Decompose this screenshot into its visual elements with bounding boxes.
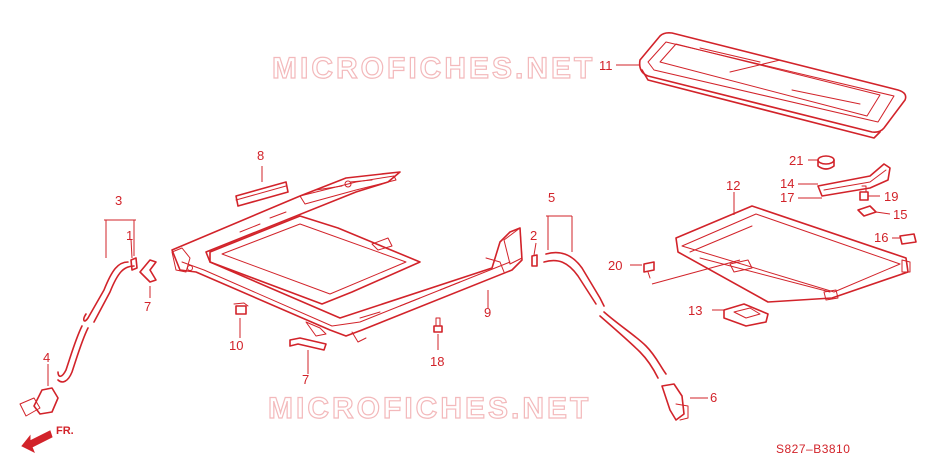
sunshade-handle-part [723, 303, 769, 327]
callout-11: 11 [599, 58, 613, 73]
seal-strip-part [235, 181, 289, 207]
screw-part [859, 185, 869, 201]
callout-5: 5 [548, 190, 555, 205]
diagram-code: S827–B3810 [776, 442, 850, 456]
grommet-part [817, 155, 835, 170]
callout-10: 10 [229, 338, 243, 353]
callout-14: 14 [780, 176, 794, 191]
watermark-bottom: MICROFICHES.NET [268, 392, 591, 425]
callout-1: 1 [126, 228, 133, 243]
callout-21: 21 [789, 153, 803, 168]
callout-2: 2 [530, 228, 537, 243]
callout-15: 15 [893, 207, 907, 222]
callout-17: 17 [780, 190, 794, 205]
leader-lines [47, 64, 900, 399]
front-direction-arrow-icon: FR. [21, 425, 74, 454]
sunshade-part [675, 205, 911, 303]
callout-7-upper: 7 [144, 299, 151, 314]
glass-panel-part [638, 32, 907, 139]
drain-tube-right-part [543, 251, 689, 421]
callout-13: 13 [688, 303, 702, 318]
drain-tube-left-part [19, 261, 135, 417]
hose-clip-right-part [531, 254, 538, 267]
callout-9: 9 [484, 305, 491, 320]
hose-clip-left-part [130, 257, 138, 271]
guide-rail-part [817, 163, 891, 197]
front-arrow-label: FR. [56, 425, 74, 437]
callout-8: 8 [257, 148, 264, 163]
callout-6: 6 [710, 390, 717, 405]
callout-7-lower: 7 [302, 372, 309, 387]
callout-20: 20 [608, 258, 622, 273]
callout-19: 19 [884, 189, 898, 204]
callout-3: 3 [115, 193, 122, 208]
bracket-upper-part [139, 259, 157, 283]
bracket-lower-part [289, 337, 327, 351]
bumper-block-part [233, 302, 249, 315]
callout-4: 4 [43, 350, 50, 365]
watermark-top: MICROFICHES.NET [272, 52, 595, 85]
callout-12: 12 [726, 178, 740, 193]
sunroof-frame-part [171, 171, 523, 343]
stopper-part [857, 205, 877, 217]
bolt-part [433, 317, 443, 333]
callout-18: 18 [430, 354, 444, 369]
callout-16: 16 [874, 230, 888, 245]
push-clip-part [643, 261, 655, 279]
cap-part [899, 233, 917, 245]
